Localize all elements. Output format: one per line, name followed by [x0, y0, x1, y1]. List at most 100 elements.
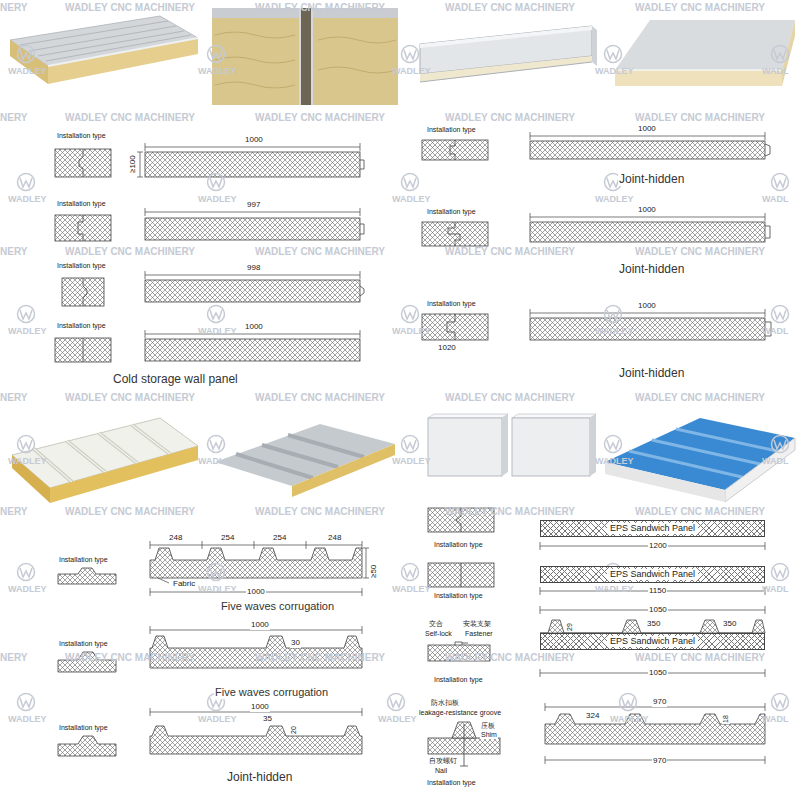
- watermark-logo-word: WADLEY: [595, 326, 634, 337]
- dimension-label: 350: [722, 619, 737, 629]
- watermark-logo-word: WADLEY: [8, 66, 47, 77]
- dimension-label: 970: [652, 697, 667, 707]
- installation-label: Installation type: [433, 592, 484, 600]
- dimension-label: 1000: [250, 702, 270, 712]
- watermark-text: WADLEY CNC MACHINERY: [635, 392, 765, 404]
- panel-caption: Joint-hidden: [618, 172, 685, 186]
- watermark-logo-word: WADLEY: [198, 326, 237, 337]
- watermark-logo-word: WADL: [762, 714, 789, 725]
- dimension-label: 997: [246, 200, 261, 210]
- watermark-logo-word: WADLEY: [8, 326, 47, 337]
- installation-label: Installation type: [58, 640, 109, 648]
- watermark-logo-word: WADLEY: [8, 194, 47, 205]
- panel-caption: Five waves corrugation: [220, 600, 335, 613]
- installation-label: Installation type: [58, 724, 109, 732]
- dimension-label: 998: [246, 263, 261, 273]
- watermark-text: WADLEY CNC MACHINERY: [635, 652, 765, 664]
- dimension-label: 254: [220, 533, 235, 543]
- panel-caption: Cold storage wall panel: [112, 372, 239, 386]
- watermark-text: NERY: [0, 246, 27, 258]
- watermark-logo-word: WADLEY: [378, 714, 417, 725]
- dimension-label: 324: [585, 711, 600, 721]
- dimension-label: 1150: [648, 586, 667, 596]
- dimension-label: 1000: [637, 301, 657, 311]
- watermark-text: WADLEY CNC MACHINERY: [635, 2, 765, 14]
- photo-flat-panel: [615, 20, 795, 86]
- installation-label: Installation type: [426, 208, 477, 216]
- watermark-logo-word: WADLEY: [198, 584, 237, 595]
- installation-label: Installation type: [56, 200, 107, 208]
- watermark-text: WADLEY CNC MACHINERY: [445, 652, 575, 664]
- eps-panel-section: EPS Sandwich Panel: [540, 566, 765, 583]
- watermark-text: WADLEY CNC MACHINERY: [255, 2, 385, 14]
- watermark-logo-word: WADLEY: [8, 714, 47, 725]
- watermark-logo-word: WADLEY: [8, 456, 47, 467]
- dimension-label: 1000: [637, 124, 657, 134]
- dimension-label: ≥100: [128, 154, 138, 174]
- watermark-logo-word: WADL: [762, 66, 789, 77]
- watermark-text: WADLEY CNC MACHINERY: [445, 246, 575, 258]
- dimension-label: 20: [290, 725, 298, 735]
- watermark-logo-word: WADLEY: [610, 714, 649, 725]
- watermark-text: NERY: [0, 2, 27, 14]
- dimension-label: 29: [566, 622, 574, 632]
- panel-name: EPS Sandwich Panel: [607, 569, 698, 580]
- watermark-logo-word: WADLEY: [198, 66, 237, 77]
- dimension-label: 30: [290, 638, 301, 648]
- watermark-logo-word: WADLEY: [595, 456, 634, 467]
- watermark-text: WADLEY CNC MACHINERY: [445, 2, 575, 14]
- dimension-label: 1000: [246, 587, 266, 597]
- watermark-logo-word: WADLEY: [198, 456, 237, 467]
- dimension-label: 248: [327, 533, 342, 543]
- watermark-text: WADLEY CNC MACHINERY: [65, 246, 195, 258]
- dimension-label: 1050: [648, 668, 668, 678]
- watermark-text: WADLEY CNC MACHINERY: [635, 246, 765, 258]
- watermark-text: NERY: [0, 506, 27, 518]
- dimension-label: 1050: [648, 605, 668, 615]
- panel-caption: Joint-hidden: [618, 262, 685, 276]
- part-annotation: Fabric: [172, 579, 196, 589]
- watermark-text: WADLEY CNC MACHINERY: [635, 112, 765, 124]
- watermark-logo-word: WADLEY: [198, 194, 237, 205]
- part-annotation: Fastener: [464, 630, 494, 638]
- eps-panel-section: EPS Sandwich Panel: [540, 520, 765, 537]
- watermark-logo-word: WADLEY: [595, 66, 634, 77]
- installation-label: Installation type: [56, 262, 107, 270]
- watermark-text: NERY: [0, 112, 27, 124]
- watermark-text: WADLEY CNC MACHINERY: [65, 2, 195, 14]
- photo-rockwool-joint: [212, 8, 398, 105]
- installation-label: Installation type: [426, 779, 477, 787]
- dimension-label: 1000: [250, 620, 270, 630]
- watermark-text: WADLEY CNC MACHINERY: [255, 246, 385, 258]
- installation-label: Installation type: [56, 322, 107, 330]
- part-annotation: 安装支架: [462, 620, 492, 628]
- dimension-label: 1020: [437, 343, 457, 353]
- watermark-text: WADLEY CNC MACHINERY: [445, 112, 575, 124]
- dimension-label: 1200: [648, 541, 668, 551]
- watermark-text: WADLEY CNC MACHINERY: [255, 506, 385, 518]
- part-annotation: Shim: [480, 731, 498, 739]
- watermark-text: WADLEY CNC MACHINERY: [255, 112, 385, 124]
- part-annotation: 交合: [428, 620, 444, 628]
- installation-label: Installation type: [433, 541, 484, 549]
- watermark-text: NERY: [0, 652, 27, 664]
- watermark-logo-word: WADLEY: [392, 584, 431, 595]
- watermark-logo-word: WADL: [762, 584, 789, 595]
- watermark-logo-word: WADL: [762, 456, 789, 467]
- panel-name: EPS Sandwich Panel: [607, 523, 698, 534]
- watermark-logo-word: WADLEY: [8, 584, 47, 595]
- watermark-logo-word: WADLEY: [595, 194, 634, 205]
- watermark-text: WADLEY CNC MACHINERY: [255, 652, 385, 664]
- watermark-text: WADLEY CNC MACHINERY: [445, 392, 575, 404]
- watermark-text: WADLEY CNC MACHINERY: [65, 652, 195, 664]
- watermark-logo-word: WADLEY: [392, 194, 431, 205]
- dimension-label: 970: [652, 756, 667, 766]
- watermark-logo-word: WADLEY: [595, 584, 634, 595]
- watermark-logo-word: WADLEY: [198, 714, 237, 725]
- watermark-logo-word: WADL: [762, 194, 789, 205]
- installation-label: Installation type: [58, 556, 109, 564]
- panel-caption: Joint-hidden: [618, 366, 685, 380]
- photo-roof-panel-grey: [215, 424, 395, 497]
- part-annotation: Self-lock: [424, 630, 453, 638]
